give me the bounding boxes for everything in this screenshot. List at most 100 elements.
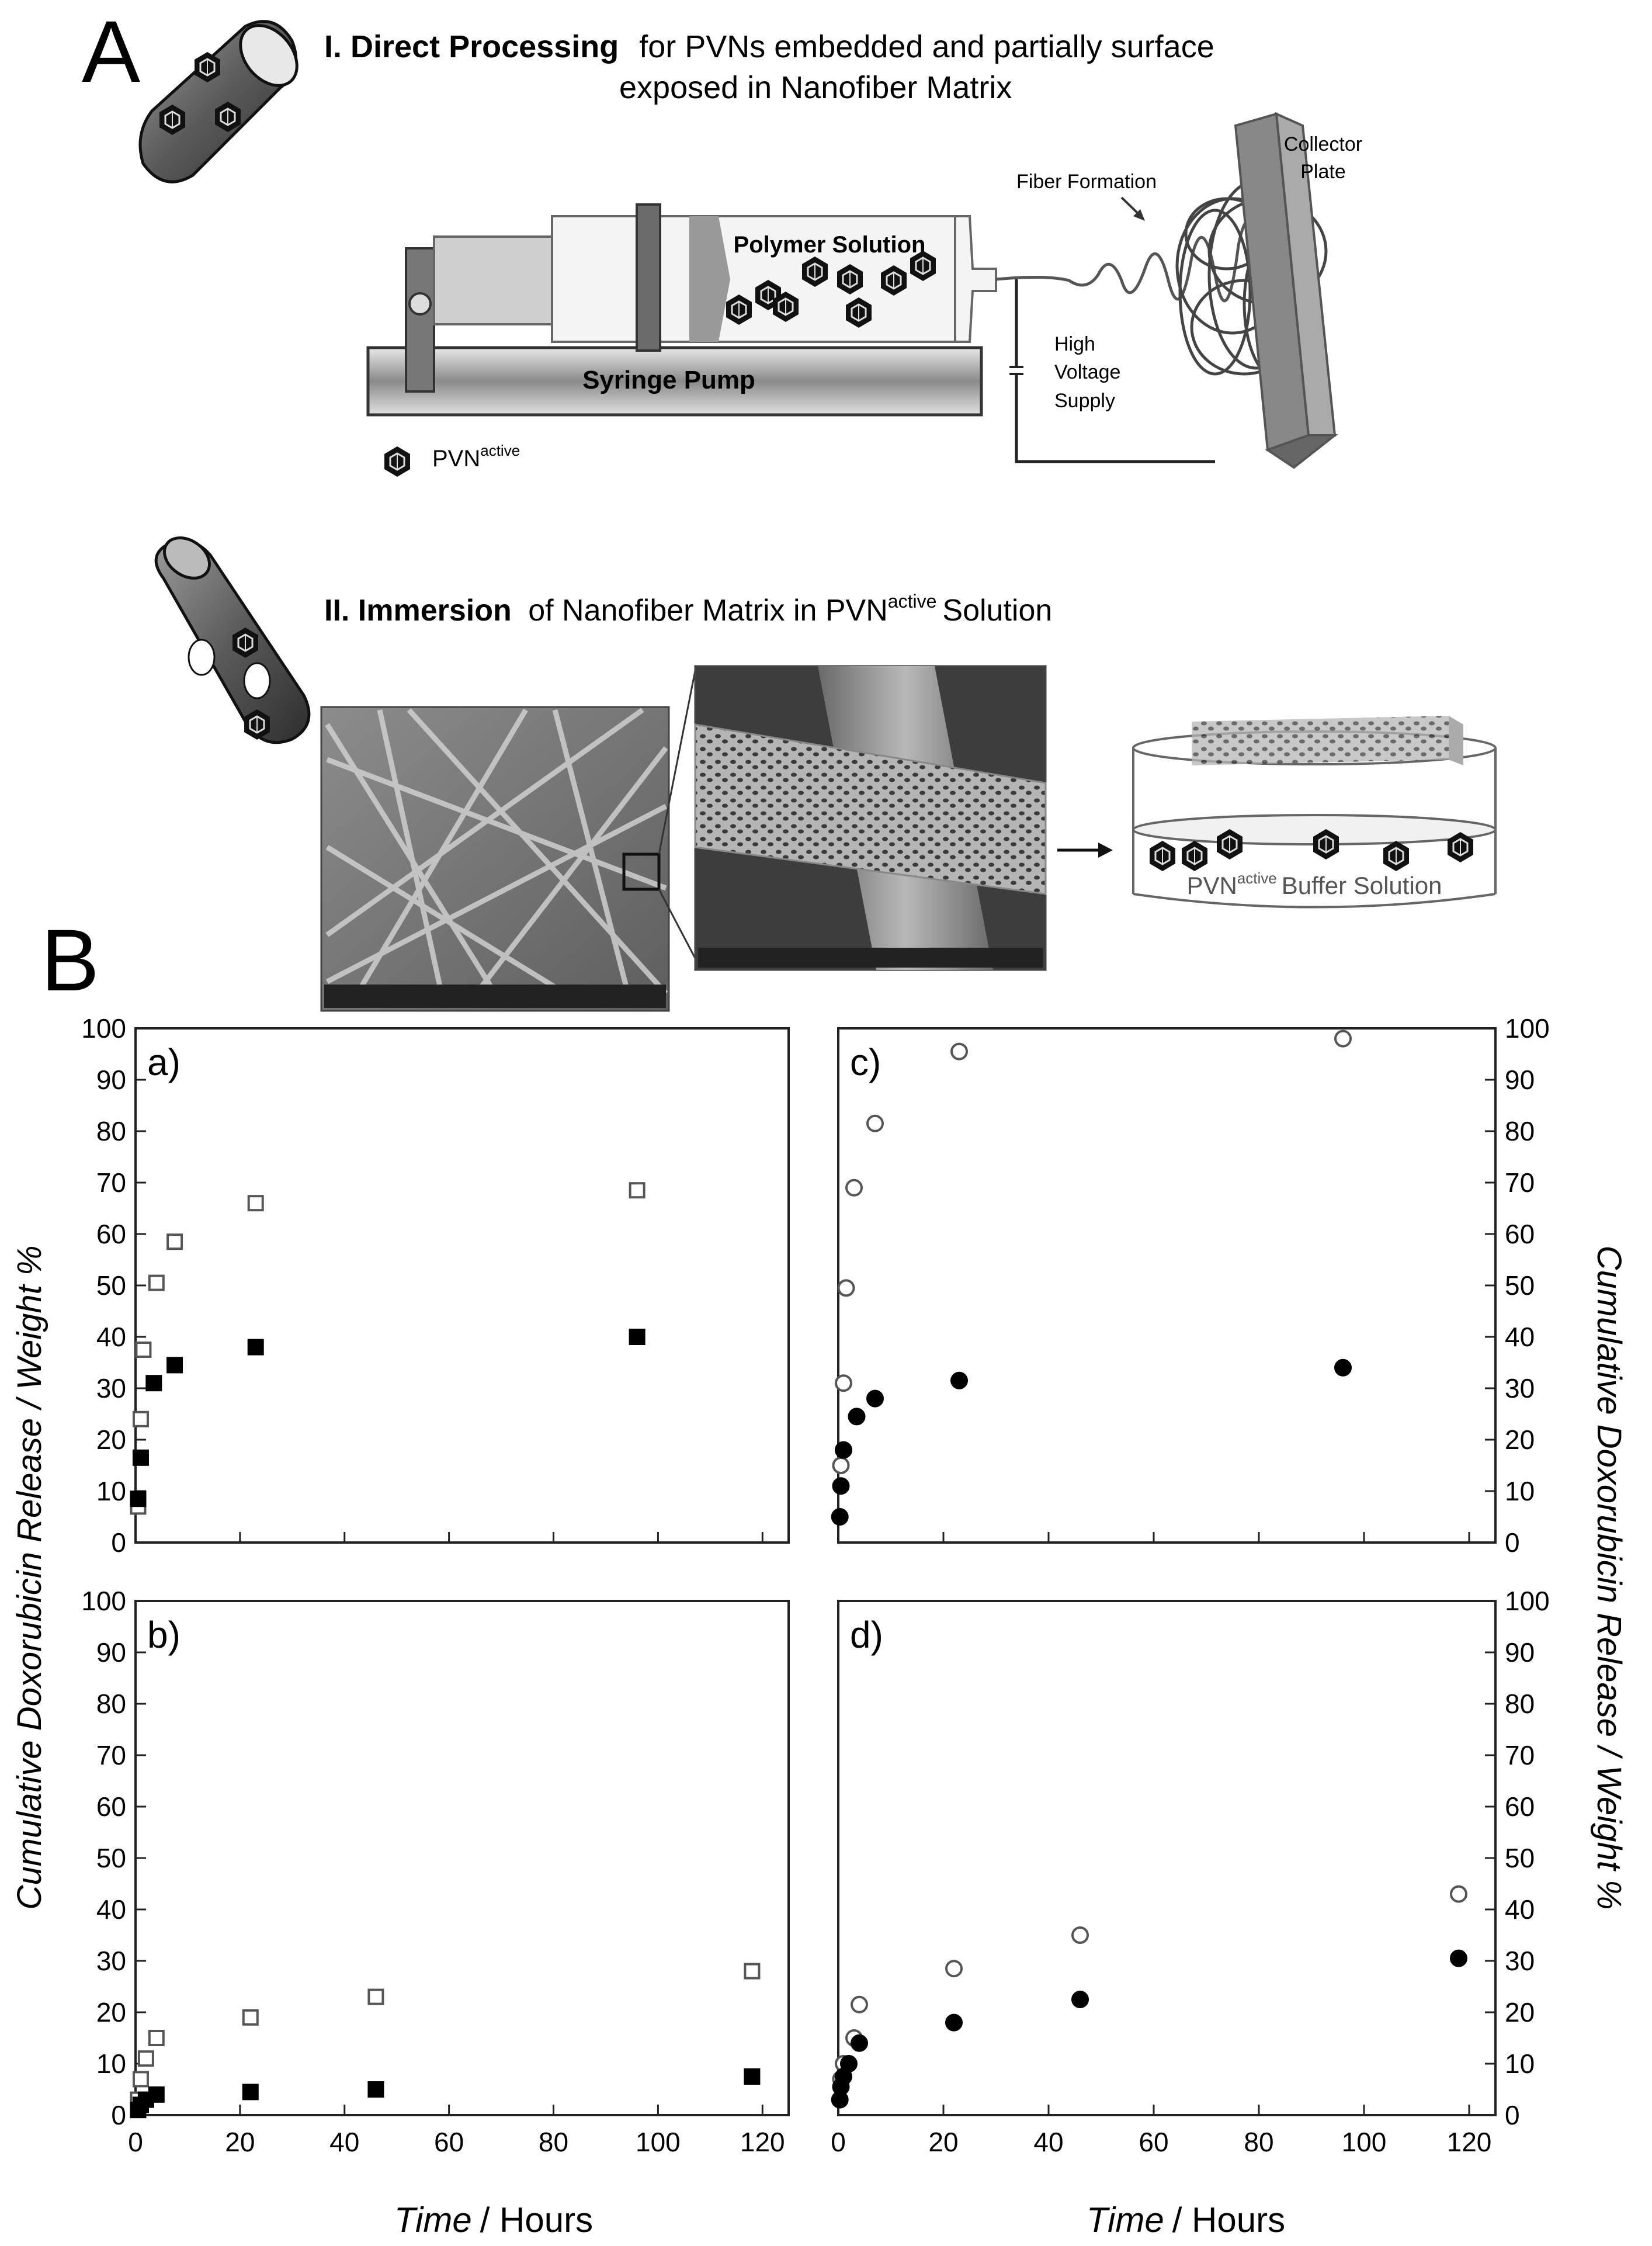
panel-b-letter: B — [41, 911, 99, 1009]
data-point-open-square — [132, 1410, 149, 1427]
data-point-open-square — [367, 1988, 384, 2005]
data-point-open-circle — [950, 1042, 968, 1060]
data-point-open-square — [629, 1182, 645, 1199]
data-point-filled-square — [145, 1375, 162, 1392]
sem-image-fibers — [320, 706, 670, 1012]
x-tick-label: 80 — [539, 2127, 568, 2157]
y-tick-label: 10 — [96, 2049, 126, 2079]
nanofiber-cylinder-icon-2 — [154, 536, 311, 744]
data-point-open-circle — [945, 1960, 963, 1978]
y-tick-label: 10 — [1505, 1476, 1535, 1506]
x-tick-label: 0 — [831, 2127, 846, 2157]
y-axis-label-left: Cumulative Doxorubicin Release / Weight … — [11, 1246, 48, 1910]
y-axis-label-right: Cumulative Doxorubicin Release / Weight … — [1590, 1246, 1628, 1910]
data-point-filled-circle — [831, 1508, 849, 1526]
svg-text:PVNactive: PVNactive — [432, 442, 520, 472]
data-point-filled-circle — [866, 1389, 884, 1408]
y-tick-label: 100 — [81, 1586, 126, 1616]
x-tick-label: 60 — [1139, 2127, 1168, 2157]
y-tick-label: 40 — [1505, 1322, 1535, 1352]
buffer-sup: active — [1237, 869, 1277, 887]
y-tick-label: 0 — [1505, 1527, 1520, 1558]
y-tick-label: 100 — [81, 1013, 126, 1044]
section1-title-rest: for PVNs embedded and partially surface — [639, 29, 1214, 64]
y-tick-label: 90 — [96, 1637, 126, 1668]
buffer-pvn: PVN — [1186, 872, 1237, 899]
panel-label: d) — [850, 1614, 883, 1656]
y-tick-label: 40 — [96, 1894, 126, 1925]
x-axis-label-right: Time/ Hours — [1087, 2200, 1285, 2240]
y-tick-label: 70 — [96, 1740, 126, 1770]
data-point-filled-circle — [1450, 1949, 1467, 1967]
hv-label-line2: Voltage — [1054, 361, 1120, 383]
plot-frame — [134, 1027, 790, 1544]
data-point-open-square — [148, 2030, 165, 2046]
y-tick-label: 70 — [1505, 1167, 1535, 1198]
data-point-filled-circle — [840, 2055, 858, 2072]
y-tick-label: 90 — [1505, 1637, 1535, 1668]
data-point-open-square — [137, 2050, 154, 2067]
buffer-rest: Buffer Solution — [1282, 872, 1442, 899]
x-tick-label: 40 — [1033, 2127, 1063, 2157]
data-point-filled-circle — [1334, 1358, 1352, 1377]
y-tick-label: 50 — [1505, 1270, 1535, 1301]
y-tick-label: 80 — [96, 1689, 126, 1719]
data-point-filled-square — [629, 1329, 645, 1345]
data-point-filled-circle — [851, 2034, 868, 2052]
data-point-open-square — [242, 2009, 259, 2026]
y-tick-label: 30 — [96, 1946, 126, 1976]
y-tick-label: 60 — [1505, 1791, 1535, 1822]
data-point-filled-square — [744, 2068, 761, 2085]
x-axis-label-right-rest: / Hours — [1172, 2200, 1285, 2240]
data-point-open-circle — [851, 1995, 868, 2013]
x-tick-label: 100 — [1342, 2127, 1387, 2157]
section1-title: I. Direct Processing for PVNs embedded a… — [324, 29, 1214, 64]
y-tick-label: 20 — [96, 1997, 126, 2027]
panel-label: a) — [147, 1041, 181, 1083]
pvn-legend-label: PVN — [432, 446, 480, 472]
y-tick-label: 30 — [1505, 1373, 1535, 1403]
y-tick-label: 80 — [1505, 1116, 1535, 1146]
data-point-filled-square — [247, 1339, 264, 1356]
panel-label: c) — [850, 1041, 881, 1083]
data-point-filled-circle — [1071, 1991, 1089, 2008]
x-axis-label-right-italic: Time — [1087, 2200, 1164, 2240]
x-tick-label: 80 — [1244, 2127, 1273, 2157]
data-point-filled-square — [367, 2081, 384, 2098]
y-tick-label: 100 — [1505, 1586, 1550, 1616]
data-point-open-circle — [835, 1374, 852, 1392]
data-point-open-square — [247, 1195, 264, 1212]
y-tick-label: 20 — [1505, 1424, 1535, 1455]
y-tick-label: 60 — [96, 1791, 126, 1822]
collector-label-line1: Collector — [1284, 133, 1362, 155]
x-axis-label-left-italic: Time — [394, 2200, 472, 2240]
data-point-open-square — [166, 1233, 183, 1250]
section2-title-bold: II. Immersion — [324, 594, 512, 628]
y-tick-label: 90 — [96, 1065, 126, 1095]
pvn-legend: PVNactive — [383, 442, 520, 478]
y-tick-label: 80 — [96, 1116, 126, 1146]
data-point-open-circle — [1334, 1030, 1352, 1048]
data-point-filled-circle — [835, 1441, 852, 1459]
syringe-pump-label: Syringe Pump — [582, 366, 755, 394]
syringe-pump-base — [366, 346, 983, 417]
hv-label-line1: High — [1054, 333, 1095, 355]
nanofiber-cylinder-icon-1 — [138, 20, 299, 183]
release-charts: 0102030405060708090100a)0102030405060708… — [81, 1013, 1550, 2157]
x-axis-label-left-rest: / Hours — [480, 2200, 593, 2240]
data-point-filled-square — [242, 2084, 259, 2101]
x-tick-label: 100 — [636, 2127, 681, 2157]
section2-title: II. Immersion of Nanofiber Matrix in PVN… — [324, 591, 1052, 628]
y-tick-label: 90 — [1505, 1065, 1535, 1095]
x-tick-label: 20 — [928, 2127, 958, 2157]
fiber-formation-label: Fiber Formation — [1016, 171, 1157, 193]
collector-label-line2: Plate — [1300, 161, 1346, 183]
plot-frame — [837, 1027, 1497, 1544]
y-tick-label: 40 — [96, 1322, 126, 1352]
y-tick-label: 30 — [1505, 1946, 1535, 1976]
y-tick-label: 10 — [1505, 2049, 1535, 2079]
data-point-open-circle — [845, 1179, 863, 1197]
panel-label: b) — [147, 1614, 181, 1656]
